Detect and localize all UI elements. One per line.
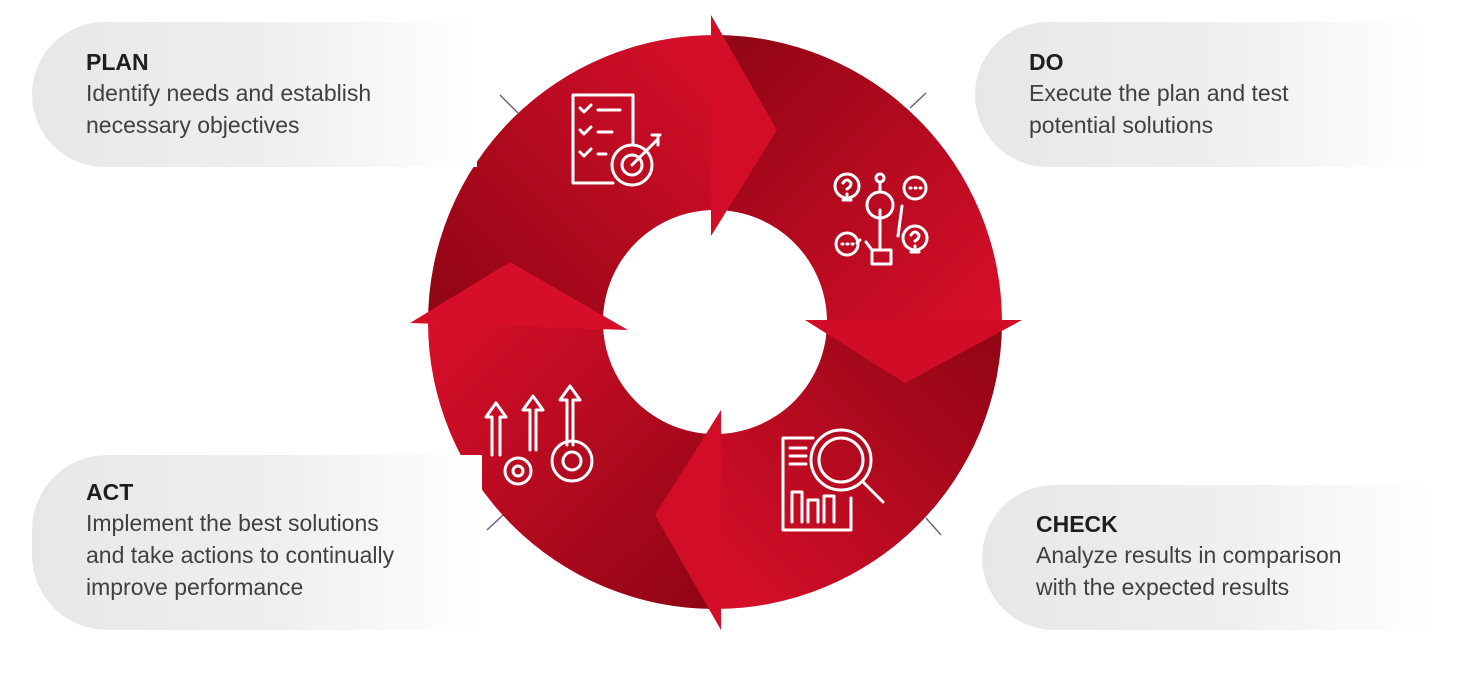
stage-title: CHECK [1036,511,1118,537]
stage-title: DO [1029,49,1064,75]
connector-act [486,514,504,531]
arrows-gears-icon [484,384,594,486]
segment-do [715,35,1002,322]
stage-description-line: Identify needs and establish [86,80,372,106]
card-check: CHECK Analyze results in comparison with… [982,485,1432,630]
arrowhead-check [655,410,721,630]
stage-title: PLAN [86,49,149,75]
checklist-target-icon [571,93,662,187]
connector-plan [499,94,519,114]
arrowhead-plan [711,15,777,236]
stage-description-line: improve performance [86,574,304,600]
card-plan: PLAN Identify needs and establish necess… [32,22,477,167]
stage-description-line: and take actions to continually [86,542,395,568]
stage-description-line: necessary objectives [86,112,300,138]
connector-do [909,92,927,109]
arrowhead-act [410,262,628,330]
report-magnifier-icon [781,428,885,532]
stage-description-line: Execute the plan and test [1029,80,1289,106]
card-act: ACT Implement the best solutions and tak… [32,455,482,630]
stage-title: ACT [86,479,134,505]
arrowhead-do [805,320,1022,383]
ideas-hand-icon [833,172,929,266]
stage-description-line: Implement the best solutions [86,510,379,536]
segment-act [428,322,715,609]
stage-description-line: potential solutions [1029,112,1214,138]
stage-description-line: Analyze results in comparison [1036,542,1342,568]
stage-description-line: with the expected results [1036,574,1290,600]
connector-check [925,517,942,536]
card-do: DO Execute the plan and test potential s… [975,22,1425,167]
segment-check [715,322,1002,609]
